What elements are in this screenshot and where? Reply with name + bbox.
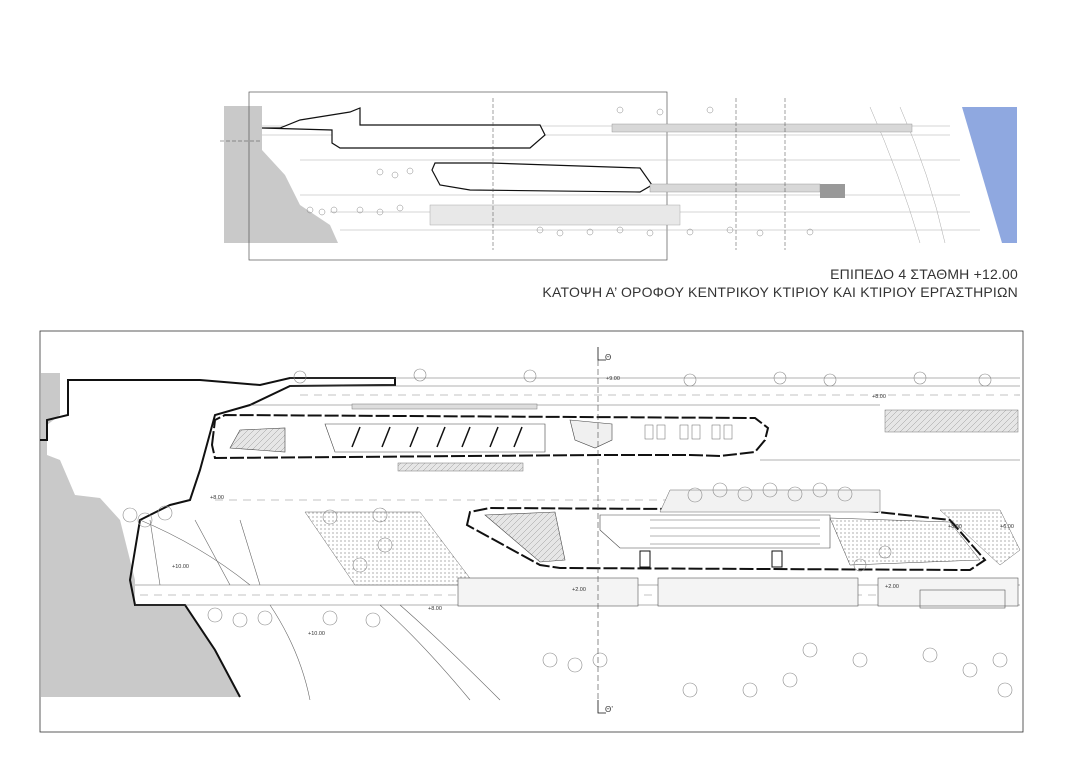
main-plan-trees [122,368,1013,698]
level-label: +8.00 [428,606,442,612]
key-plan-water [962,107,1017,243]
lab-building-seating-area [829,517,981,566]
key-plan-plaza [429,204,681,226]
main-plan-parking [877,577,1019,607]
drawing-title-description: ΚΑΤΟΨΗ Α’ ΟΡΟΦΟΥ ΚΕΝΤΡΙΚΟΥ ΚΤΙΡΙΟΥ ΚΑΙ Κ… [542,284,1018,300]
key-plan-block [820,184,845,198]
drawing-title-level: ΕΠΙΠΕΔΟ 4 ΣΤΑΘΜΗ +12.00 [830,266,1018,282]
main-building-desks [644,424,733,440]
lab-building-stair [639,550,651,568]
main-building-hall [324,423,546,453]
main-building-auditorium [229,427,286,453]
key-plan-main-building [261,107,546,149]
main-plan-parking [457,577,639,607]
key-plan-lab-building [431,162,653,193]
level-label: +10.00 [308,631,325,637]
key-plan-trees [306,106,814,237]
main-plan-hatched-block [884,409,1019,433]
main-plan-frame [39,330,1024,733]
key-plan-block [649,183,821,193]
level-label: +8.00 [872,394,886,400]
lab-building-benches [650,519,820,545]
level-label: +2.00 [572,587,586,593]
level-annotations: +9.00 +8.00 +8.00 +10.00 +8.00 +10.00 +2… [172,376,1014,637]
level-label: +10.00 [172,564,189,570]
lab-building-auditorium [484,511,566,563]
main-plan-platform [397,462,524,472]
main-building-core [569,419,613,449]
main-building-seating [351,426,523,448]
main-plan-landscape-patch [304,511,476,586]
key-plan-section-lines [220,98,786,250]
key-plan-terrain [224,106,338,243]
main-building-outline [210,413,770,460]
section-label-top: Θ [605,353,611,362]
level-label: +8.00 [210,495,224,501]
main-plan-landscape-patch [939,509,1021,566]
section-label-bottom: Θ’ [605,705,613,714]
lab-building-stair [771,550,783,568]
section-marker-top [597,347,606,361]
level-label: +6.00 [1000,524,1014,530]
key-plan-frame [248,91,668,261]
section-marker-bottom [597,700,606,714]
main-plan-terrain [41,373,240,697]
main-plan-green-strip [659,489,881,513]
lab-building-workshop [599,514,831,549]
main-plan-canopy [351,403,538,410]
key-plan-block [611,123,913,133]
key-plan [220,91,1017,261]
level-label: +2.00 [885,584,899,590]
main-plan-site-edge [40,377,396,698]
level-label: +8.00 [948,524,962,530]
main-plan-parking [657,577,859,607]
level-label: +9.00 [606,376,620,382]
drawing-title-block: ΕΠΙΠΕΔΟ 4 ΣΤΑΘΜΗ +12.00 ΚΑΤΟΨΗ Α’ ΟΡΟΦΟΥ… [542,265,1018,301]
main-plan: Θ Θ’ +9.00 +8.00 +8.00 +10.00 +8.00 +10.… [39,330,1024,733]
main-plan-block [919,589,1006,609]
